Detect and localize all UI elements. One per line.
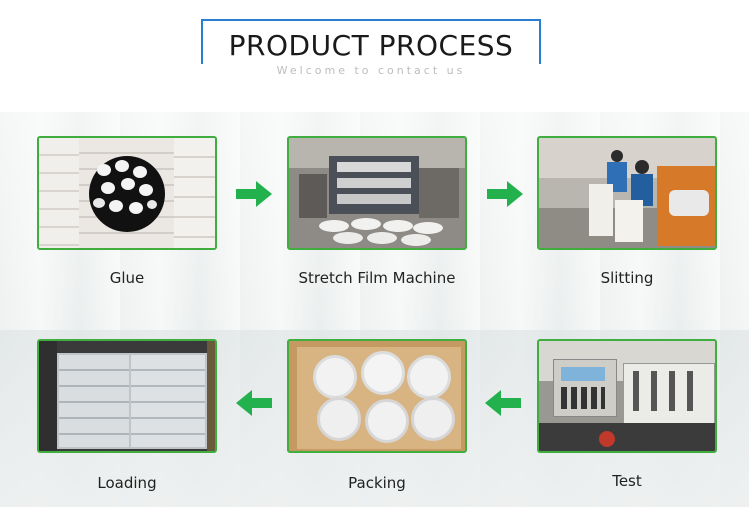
arrow-right-icon (236, 181, 272, 207)
page-title: PRODUCT PROCESS (228, 29, 514, 62)
step-label-stretch-film-machine: Stretch Film Machine (298, 269, 456, 287)
step-label-packing: Packing (348, 474, 406, 492)
step-label-slitting: Slitting (600, 269, 654, 287)
step-label-loading: Loading (97, 474, 157, 492)
step-packing-image (287, 339, 467, 453)
arrow-left-icon (236, 390, 272, 416)
page-subtitle: Welcome to contact us (201, 64, 541, 77)
arrow-right-icon (487, 181, 523, 207)
step-label-test: Test (612, 472, 642, 490)
step-slitting-image (537, 136, 717, 250)
arrow-left-icon (485, 390, 521, 416)
step-glue-image (37, 136, 217, 250)
step-test-image (537, 339, 717, 453)
step-loading-image (37, 339, 217, 453)
step-stretch-film-machine-image (287, 136, 467, 250)
subtitle-text: Welcome to contact us (270, 64, 472, 77)
step-label-glue: Glue (109, 269, 145, 287)
